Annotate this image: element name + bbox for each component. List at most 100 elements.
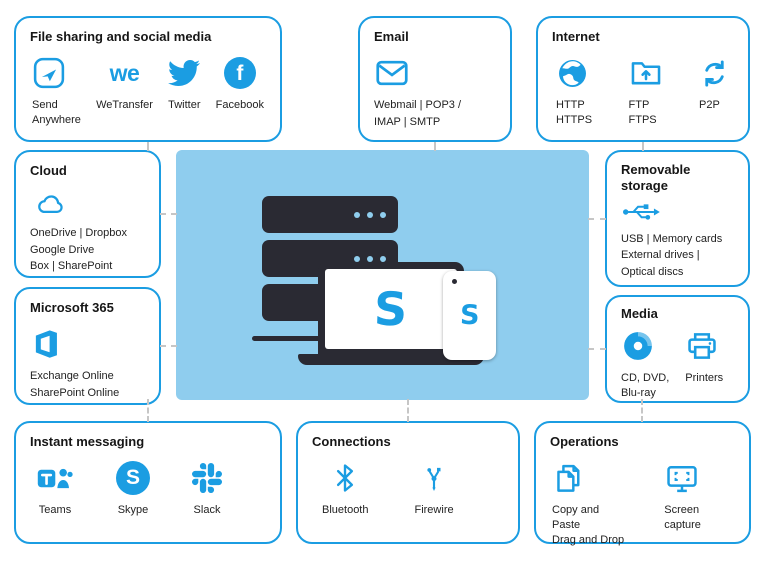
removable-storage-box: Removable storage USB | Memory cards Ext… <box>605 150 750 287</box>
server-unit <box>262 196 398 233</box>
connector-line <box>641 399 643 422</box>
ftp-item: FTP FTPS <box>629 55 663 128</box>
internet-icons: HTTP HTTPS FTP FTPS <box>552 55 734 128</box>
cloud-icon <box>30 189 72 219</box>
usb-icon <box>621 199 665 225</box>
server-leds <box>354 196 386 233</box>
safetica-logo: S <box>459 300 480 331</box>
ftp-label: FTP FTPS <box>628 99 657 127</box>
http-label: HTTP HTTPS <box>556 99 593 127</box>
internet-box: Internet HTTP HTTPS <box>536 16 750 142</box>
skype-label: Skype <box>117 504 149 517</box>
server-leds <box>354 240 386 277</box>
twitter-item: Twitter <box>168 55 201 113</box>
facebook-letter: f <box>236 62 244 86</box>
microsoft365-box: Microsoft 365 Exchange Online SharePoint… <box>14 287 161 405</box>
p2p-item: P2P <box>699 55 730 113</box>
printer-label: Printers <box>685 372 724 385</box>
connections-box: Connections Bluetooth <box>296 421 520 544</box>
connector-line <box>588 348 606 350</box>
wetransfer-label: WeTransfer <box>96 99 153 112</box>
cd-label: CD, DVD, Blu-ray <box>621 372 670 400</box>
phone-camera-dot <box>452 279 457 284</box>
teams-label: Teams <box>38 504 72 517</box>
cloud-title: Cloud <box>30 163 67 178</box>
wetransfer-item: we WeTransfer <box>96 55 153 113</box>
p2p-sync-icon <box>699 55 730 91</box>
phone: S <box>443 271 496 360</box>
screen-capture-item: Screen capture <box>664 460 735 533</box>
laptop: S <box>318 262 464 354</box>
internet-title: Internet <box>552 29 600 44</box>
firewire-item: Firewire <box>414 460 454 518</box>
connector-line <box>588 218 606 220</box>
copy-paste-label: Copy and Paste Drag and Drop <box>552 504 625 546</box>
instant-messaging-icons: Teams S Skype Slack <box>30 460 266 518</box>
facebook-label: Facebook <box>215 99 264 112</box>
connector-line <box>147 399 149 422</box>
teams-icon <box>36 460 74 496</box>
file-sharing-icons: Send Anywhere we WeTransfer Twitter f <box>30 55 266 128</box>
teams-item: Teams <box>36 460 74 518</box>
operations-box: Operations Copy and Paste Drag and Drop <box>534 421 751 546</box>
screen-capture-label: Screen capture <box>664 504 701 532</box>
media-title: Media <box>621 306 658 321</box>
globe-icon <box>556 55 589 91</box>
email-box: Email Webmail | POP3 / IMAP | SMTP <box>358 16 512 142</box>
connections-icons: Bluetooth Firewire <box>312 460 504 518</box>
laptop-base <box>298 354 484 365</box>
connector-line <box>642 142 644 151</box>
firewire-icon <box>419 460 449 496</box>
twitter-label: Twitter <box>168 99 201 112</box>
wetransfer-wordmark: we <box>109 60 140 87</box>
file-sharing-title: File sharing and social media <box>30 29 212 44</box>
slack-item: Slack <box>192 460 222 518</box>
connector-line <box>160 345 177 347</box>
microsoft365-caption: Exchange Online SharePoint Online <box>30 370 120 399</box>
email-title: Email <box>374 29 409 44</box>
cloud-box: Cloud OneDrive | Dropbox Google Drive Bo… <box>14 150 161 278</box>
send-anywhere-label: Send Anywhere <box>32 99 81 127</box>
copy-paste-item: Copy and Paste Drag and Drop <box>552 460 626 548</box>
connector-line <box>160 213 177 215</box>
skype-item: S Skype <box>116 460 150 518</box>
bluetooth-label: Bluetooth <box>322 504 369 517</box>
skype-letter: S <box>125 466 140 490</box>
bluetooth-icon <box>330 460 360 496</box>
send-anywhere-item: Send Anywhere <box>32 55 81 128</box>
bluetooth-item: Bluetooth <box>322 460 368 518</box>
media-icons: CD, DVD, Blu-ray Printers <box>621 328 734 401</box>
twitter-icon <box>168 55 201 91</box>
safetica-logo: S <box>373 282 409 336</box>
media-box: Media CD, DVD, Blu-ray <box>605 295 750 403</box>
send-anywhere-icon <box>32 55 66 91</box>
email-caption: Webmail | POP3 / IMAP | SMTP <box>374 99 462 128</box>
cd-item: CD, DVD, Blu-ray <box>621 328 669 401</box>
connector-line <box>434 142 436 151</box>
slack-label: Slack <box>193 504 221 517</box>
connections-title: Connections <box>312 434 391 449</box>
http-item: HTTP HTTPS <box>556 55 592 128</box>
laptop-screen: S <box>325 269 457 349</box>
ftp-folder-icon <box>629 55 663 91</box>
screen-capture-icon <box>664 460 700 496</box>
file-sharing-box: File sharing and social media Send Anywh… <box>14 16 282 142</box>
cd-icon <box>621 328 655 364</box>
facebook-icon: f <box>223 55 256 91</box>
facebook-item: f Facebook <box>216 55 264 113</box>
p2p-label: P2P <box>699 99 720 112</box>
office-icon <box>30 326 66 362</box>
connector-line <box>147 142 149 151</box>
wetransfer-icon: we <box>110 55 140 91</box>
center-stage: S S <box>176 150 589 400</box>
microsoft365-title: Microsoft 365 <box>30 300 114 315</box>
skype-icon: S <box>116 460 150 496</box>
copy-paste-icon <box>552 460 585 496</box>
operations-icons: Copy and Paste Drag and Drop Screen capt… <box>550 460 735 548</box>
connector-line <box>407 399 409 422</box>
instant-messaging-title: Instant messaging <box>30 434 145 449</box>
envelope-icon <box>374 55 412 91</box>
printer-icon <box>685 328 719 364</box>
instant-messaging-box: Instant messaging Teams <box>14 421 282 544</box>
